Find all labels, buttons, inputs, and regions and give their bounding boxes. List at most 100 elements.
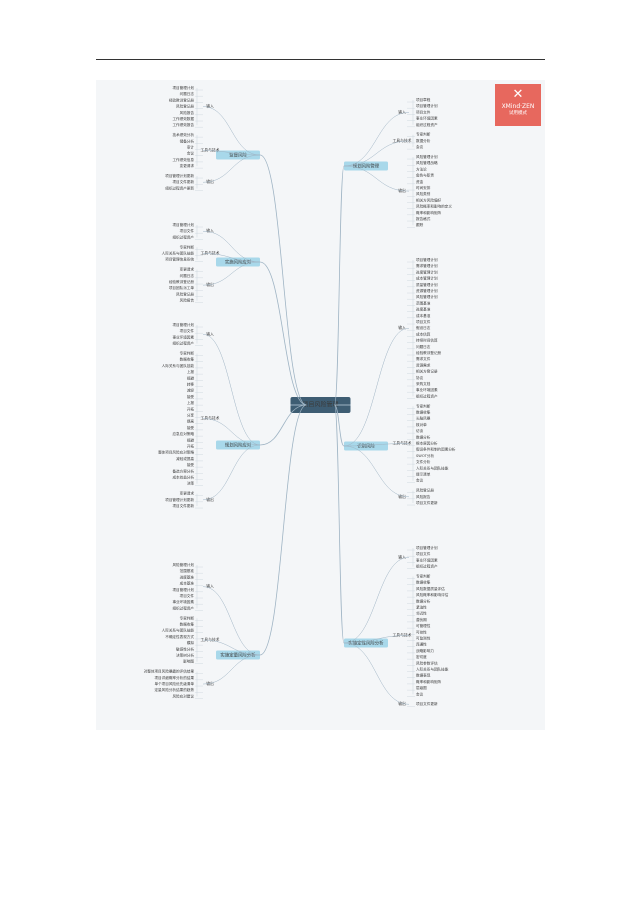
group-label-left-2-0: 输入 <box>206 331 214 336</box>
leaf-right-2-1-2: 风险数据质量评估 <box>416 586 445 591</box>
leaf-right-2-1-9: 可控性 <box>416 629 427 634</box>
branch-label-right-1: 识别风险 <box>357 443 375 450</box>
page-top-rule <box>96 59 545 60</box>
leaf-right-2-1-17: 概率和影响矩阵 <box>416 679 442 684</box>
leaf-left-2-0-1: 项目文件 <box>180 328 195 333</box>
leaf-left-2-1-8: 上报 <box>187 400 195 405</box>
group-link-right-2-0 <box>343 557 410 644</box>
branch-label-left-0: 监督风险 <box>229 152 247 159</box>
leaf-left-3-1-6: 决策树分析 <box>176 653 194 658</box>
leaf-left-0-1-2: 审计 <box>187 145 195 150</box>
leaf-left-2-0-2: 事业环境因素 <box>172 334 194 339</box>
group-link-left-0-2 <box>202 154 261 183</box>
leaf-right-0-2-7: 相关方风险偏好 <box>416 197 442 202</box>
leaf-right-0-0-3: 事业环境因素 <box>416 116 438 121</box>
leaf-left-0-0-2: 经验教训登记册 <box>169 97 195 102</box>
leaf-right-1-1-7: 假设条件和制约因素分析 <box>416 447 456 452</box>
leaf-right-1-0-6: 风险管理计划 <box>416 294 438 299</box>
leaf-left-1-1-0: 专家判断 <box>180 244 195 249</box>
group-label-left-1-0: 输入 <box>206 228 214 233</box>
leaf-left-0-0-5: 工作绩效数据 <box>172 116 194 121</box>
leaf-left-0-2-0: 项目管理计划更新 <box>165 173 194 178</box>
leaf-right-1-0-15: 经验教训登记册 <box>416 350 442 355</box>
group-label-right-1-1: 工具与技术 <box>393 441 412 446</box>
leaf-right-0-2-4: 资金 <box>416 179 424 184</box>
group-link-left-2-0 <box>202 334 261 446</box>
leaf-right-2-1-0: 专家判断 <box>416 574 431 579</box>
leaf-right-1-0-21: 事业环境因素 <box>416 387 438 392</box>
leaf-left-3-2-0: 对整体项目风险暴露的评估结果 <box>144 669 195 674</box>
leaf-right-1-1-5: 数据分析 <box>416 434 431 439</box>
group-link-right-0-0 <box>343 112 410 167</box>
leaf-right-2-0-3: 组织过程资产 <box>416 564 438 569</box>
group-link-left-2-1 <box>202 418 261 446</box>
leaf-right-1-0-0: 项目管理计划 <box>416 257 438 262</box>
group-label-right-1-2: 输出 <box>398 494 406 499</box>
leaf-left-1-2-2: 经验教训登记册 <box>169 279 195 284</box>
group-label-right-2-1: 工具与技术 <box>393 632 412 637</box>
leaf-left-2-1-15: 开拓 <box>187 444 195 449</box>
group-link-left-0-1 <box>202 150 261 156</box>
group-label-left-2-2: 输出 <box>206 497 214 502</box>
leaf-right-1-0-8: 进度基准 <box>416 307 431 312</box>
leaf-left-1-0-2: 组织过程资产 <box>172 234 194 239</box>
leaf-left-3-1-4: 模拟 <box>187 640 195 645</box>
leaf-left-3-0-5: 项目文件 <box>180 593 195 598</box>
leaf-right-1-1-3: 核对单 <box>416 422 427 427</box>
group-label-left-0-0: 输入 <box>206 104 214 109</box>
leaf-left-2-1-5: 转移 <box>187 382 195 387</box>
leaf-left-1-2-0: 变更请求 <box>180 267 195 272</box>
leaf-left-3-0-7: 组织过程资产 <box>172 605 194 610</box>
leaf-right-0-2-6: 风险类别 <box>416 191 431 196</box>
leaf-right-1-0-3: 成本管理计划 <box>416 276 438 281</box>
leaf-left-0-1-1: 储备分析 <box>180 138 195 143</box>
group-label-left-1-1: 工具与技术 <box>201 251 220 256</box>
leaf-left-2-2-0: 变更请求 <box>180 491 195 496</box>
leaf-left-3-2-3: 定量风险分析结果的趋势 <box>154 687 194 692</box>
leaf-left-3-1-3: 不确定性表现方式 <box>165 634 194 639</box>
leaf-left-3-2-4: 风险应对建议 <box>172 693 194 698</box>
branch-node-left-2 <box>216 440 260 450</box>
leaf-right-1-0-10: 项目文件 <box>416 319 431 324</box>
leaf-left-0-2-1: 项目文件更新 <box>172 179 194 184</box>
leaf-right-1-0-2: 进度管理计划 <box>416 269 438 274</box>
leaf-right-1-0-16: 需求文件 <box>416 356 431 361</box>
leaf-left-3-0-6: 事业环境因素 <box>172 599 194 604</box>
leaf-right-1-0-11: 假设日志 <box>416 325 431 330</box>
leaf-right-1-0-17: 资源需求 <box>416 362 431 367</box>
leaf-right-1-0-19: 协议 <box>416 375 424 380</box>
leaf-right-1-2-1: 风险报告 <box>416 494 431 499</box>
leaf-left-3-1-0: 专家判断 <box>180 615 195 620</box>
leaf-right-1-0-22: 组织过程资产 <box>416 393 438 398</box>
branch-label-left-1: 实施风险应对 <box>225 259 252 266</box>
leaf-left-2-1-4: 规避 <box>187 375 195 380</box>
leaf-left-2-1-0: 专家判断 <box>180 351 195 356</box>
group-link-right-0-2 <box>343 165 410 192</box>
leaf-right-1-1-8: SWOT分析 <box>416 453 434 458</box>
leaf-left-0-0-0: 项目管理计划 <box>172 85 194 90</box>
group-label-right-0-1: 工具与技术 <box>393 138 412 143</box>
branch-node-left-3 <box>216 650 260 660</box>
leaf-left-2-1-16: 整体项目风险应对策略 <box>158 450 194 455</box>
group-label-right-1-0: 输入 <box>398 325 406 330</box>
leaf-left-2-1-13: 应急应对策略 <box>172 431 194 436</box>
leaf-left-2-1-1: 数据收集 <box>180 357 195 362</box>
left-branch-link-1 <box>259 261 307 406</box>
branch-label-right-2: 实施定性风险分析 <box>348 640 384 647</box>
leaf-left-1-1-1: 人际关系与团队技能 <box>162 251 195 256</box>
leaf-left-0-0-4: 风险报告 <box>180 110 195 115</box>
leaf-left-1-0-0: 项目管理计划 <box>172 222 194 227</box>
leaf-left-0-0-6: 工作绩效报告 <box>172 122 194 127</box>
leaf-right-1-0-12: 成本估算 <box>416 331 431 336</box>
mindmap-canvas: 项目风险管理监督风险项目管理计划问题日志经验教训登记册风险登记册风险报告工作绩效… <box>96 80 545 730</box>
leaf-right-2-1-4: 数据分析 <box>416 598 431 603</box>
right-branch-link-0 <box>334 165 345 406</box>
leaf-left-2-1-2: 人际关系与团队技能 <box>162 363 195 368</box>
left-branch-link-2 <box>259 404 307 446</box>
leaf-left-3-2-2: 单个项目风险优先级清单 <box>154 681 194 686</box>
leaf-left-2-1-3: 上报 <box>187 369 195 374</box>
leaf-right-0-2-3: 角色与职责 <box>416 173 434 178</box>
leaf-right-1-0-20: 采购文档 <box>416 381 431 386</box>
leaf-left-0-1-5: 变更请求 <box>180 163 195 168</box>
leaf-right-0-2-5: 时间安排 <box>416 185 431 190</box>
